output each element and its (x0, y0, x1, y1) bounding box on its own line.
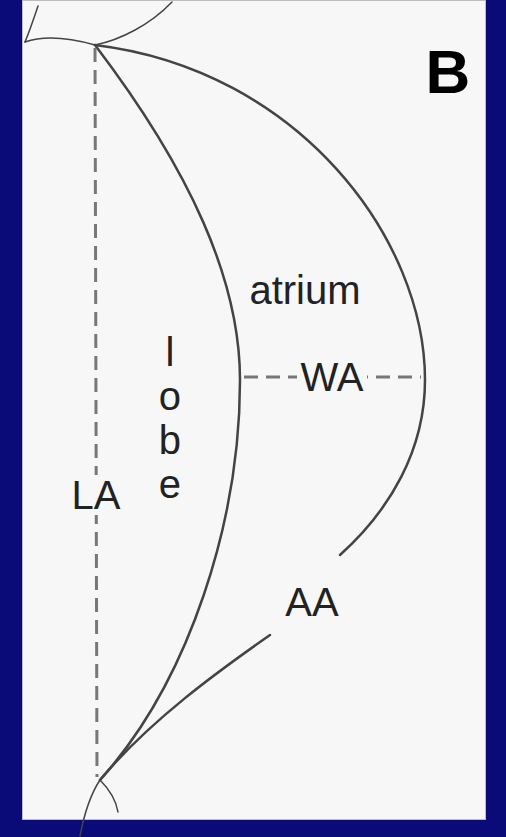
atrium-curve (95, 45, 425, 555)
vessel-line (80, 780, 100, 836)
part-label: atrium (249, 270, 360, 310)
part-label: lobe (158, 330, 183, 506)
panel (22, 0, 486, 820)
vessel-line (100, 780, 118, 812)
panel-letter: B (426, 41, 471, 103)
dimension-label: WA (297, 357, 368, 397)
vessel-line (95, 2, 172, 45)
aa-leader (100, 635, 270, 780)
dimension-label: AA (285, 582, 338, 622)
la-dimension (95, 48, 97, 777)
vessel-line (25, 38, 95, 45)
vessel-line (25, 6, 38, 42)
dimension-label: LA (68, 475, 125, 515)
lobe-curve (95, 45, 240, 780)
